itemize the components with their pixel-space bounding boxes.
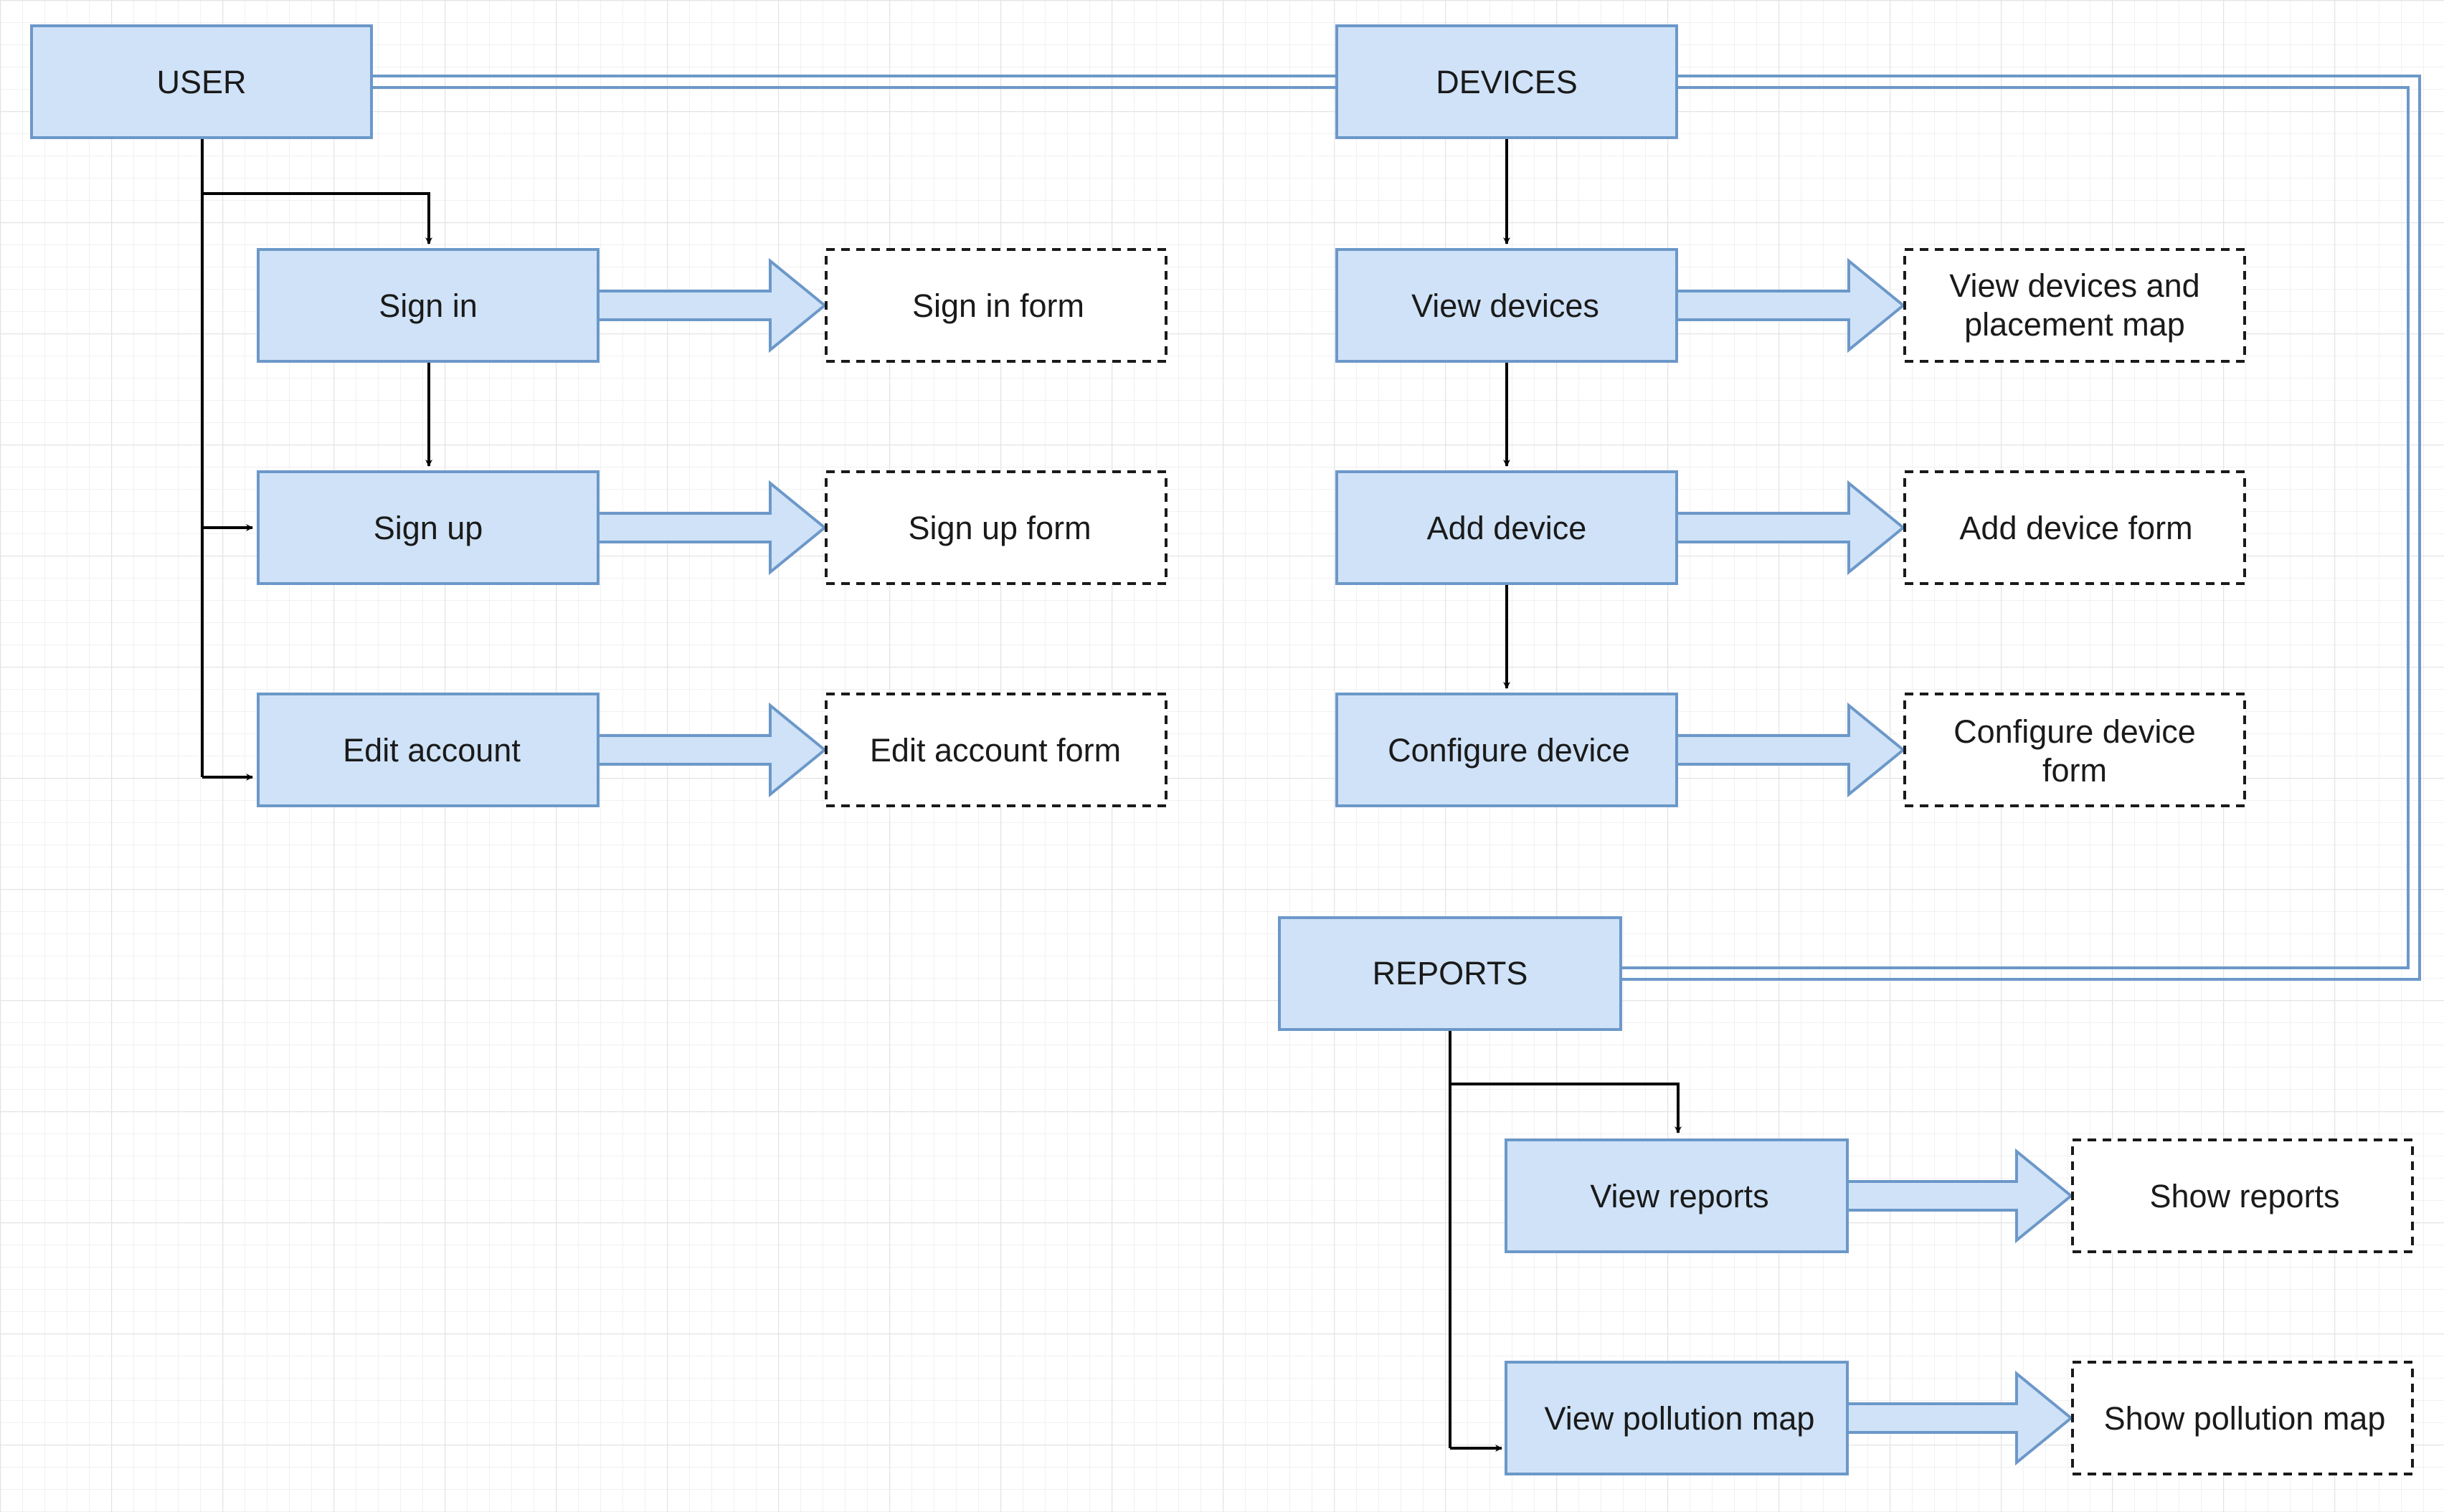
form-show-pollution-map-label: Show pollution map: [2104, 1400, 2386, 1437]
node-view-reports[interactable]: View reports: [1505, 1138, 1849, 1253]
form-configure-device-line1: Configure device: [1953, 713, 2196, 750]
form-view-devices-map[interactable]: View devices and placement map: [1903, 248, 2246, 363]
block-arrows: [597, 257, 2074, 1466]
arrow-edit-account-to-form: [597, 702, 828, 798]
form-show-pollution-map[interactable]: Show pollution map: [2071, 1361, 2414, 1475]
connector-user-sign-in: [202, 192, 432, 244]
form-add-device[interactable]: Add device form: [1903, 470, 2246, 585]
node-view-devices[interactable]: View devices: [1335, 248, 1678, 363]
form-sign-up[interactable]: Sign up form: [825, 470, 1167, 585]
arrow-view-reports-to-show: [1846, 1148, 2074, 1244]
node-sign-in-label: Sign in: [379, 287, 478, 324]
arrow-sign-up-to-form: [597, 480, 828, 576]
node-view-reports-label: View reports: [1590, 1178, 1768, 1214]
form-sign-in[interactable]: Sign in form: [825, 248, 1167, 363]
form-edit-account-label: Edit account form: [870, 732, 1121, 769]
module-reports-label: REPORTS: [1373, 955, 1528, 992]
arrow-add-device-to-form: [1675, 480, 1906, 576]
node-sign-in[interactable]: Sign in: [257, 248, 600, 363]
arrow-configure-device-to-form: [1675, 702, 1906, 798]
node-add-device-label: Add device: [1427, 510, 1587, 546]
module-links: [371, 75, 2421, 981]
node-view-pollution-map-label: View pollution map: [1545, 1400, 1815, 1437]
form-configure-device[interactable]: Configure device form: [1903, 693, 2246, 807]
module-reports[interactable]: REPORTS: [1278, 916, 1622, 1031]
module-user[interactable]: USER: [30, 24, 373, 139]
form-edit-account[interactable]: Edit account form: [825, 693, 1167, 807]
form-view-devices-map-line2: placement map: [1964, 306, 2185, 343]
module-devices[interactable]: DEVICES: [1335, 24, 1678, 139]
node-view-pollution-map[interactable]: View pollution map: [1505, 1361, 1849, 1475]
connectors: [201, 138, 1682, 1452]
arrow-view-devices-to-map: [1675, 257, 1906, 353]
node-view-devices-label: View devices: [1411, 287, 1599, 324]
node-sign-up-label: Sign up: [374, 510, 483, 546]
module-user-label: USER: [156, 64, 246, 100]
node-edit-account-label: Edit account: [343, 732, 521, 769]
form-show-reports-label: Show reports: [2149, 1178, 2339, 1214]
node-edit-account[interactable]: Edit account: [257, 693, 600, 807]
node-sign-up[interactable]: Sign up: [257, 470, 600, 585]
arrow-sign-in-to-form: [597, 257, 828, 353]
node-add-device[interactable]: Add device: [1335, 470, 1678, 585]
node-configure-device-label: Configure device: [1388, 732, 1630, 769]
node-configure-device[interactable]: Configure device: [1335, 693, 1678, 807]
form-view-devices-map-line1: View devices and: [1949, 267, 2199, 304]
form-add-device-label: Add device form: [1959, 510, 2192, 546]
arrow-view-pollution-map-to-show: [1846, 1370, 2074, 1466]
link-user-devices: [371, 75, 1337, 89]
link-devices-reports: [1622, 75, 2421, 981]
module-devices-label: DEVICES: [1436, 64, 1578, 100]
connector-reports-view: [1450, 1083, 1682, 1133]
form-sign-in-label: Sign in form: [912, 287, 1084, 324]
form-configure-device-line2: form: [2042, 752, 2107, 789]
form-sign-up-label: Sign up form: [908, 510, 1091, 546]
form-show-reports[interactable]: Show reports: [2071, 1138, 2414, 1253]
